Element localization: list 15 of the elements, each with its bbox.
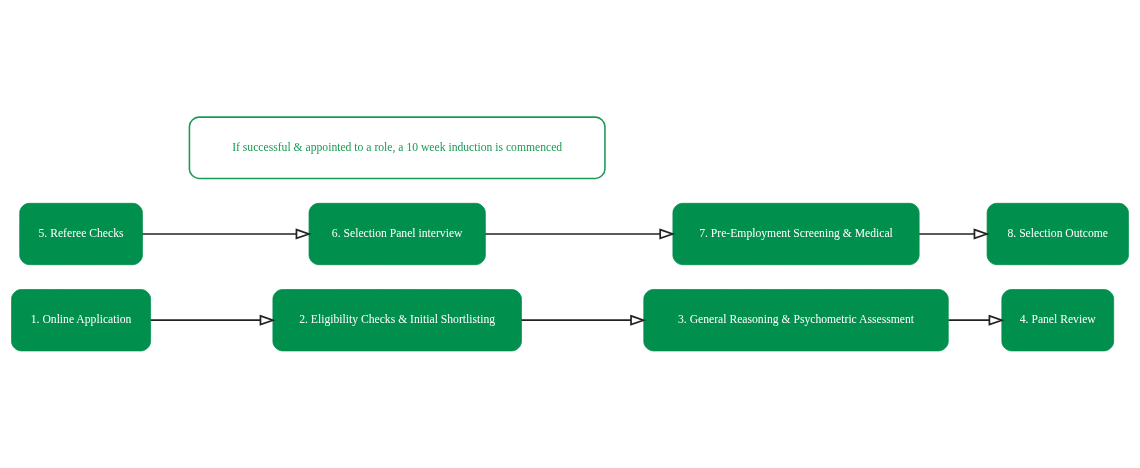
arrow (520, 314, 647, 326)
node-box: If successful & appointed to a role, a 10 week induction is commenced (188, 116, 606, 180)
arrow (149, 314, 276, 326)
node-box: 6. Selection Panel interview (308, 202, 486, 266)
node-box: 4. Panel Review (1001, 289, 1115, 352)
arrow (484, 228, 676, 240)
arrow (947, 314, 1005, 326)
node-box: 2. Eligibility Checks & Initial Shortlisting (272, 289, 522, 352)
arrow (918, 228, 990, 240)
node-box: 3. General Reasoning & Psychometric Assessment (643, 289, 949, 352)
node-box: 1. Online Application (11, 289, 151, 352)
node-box: 8. Selection Outcome (986, 202, 1129, 266)
node-box: 5. Referee Checks (19, 202, 143, 266)
node-box: 7. Pre-Employment Screening & Medical (672, 202, 920, 266)
arrow (141, 228, 312, 240)
